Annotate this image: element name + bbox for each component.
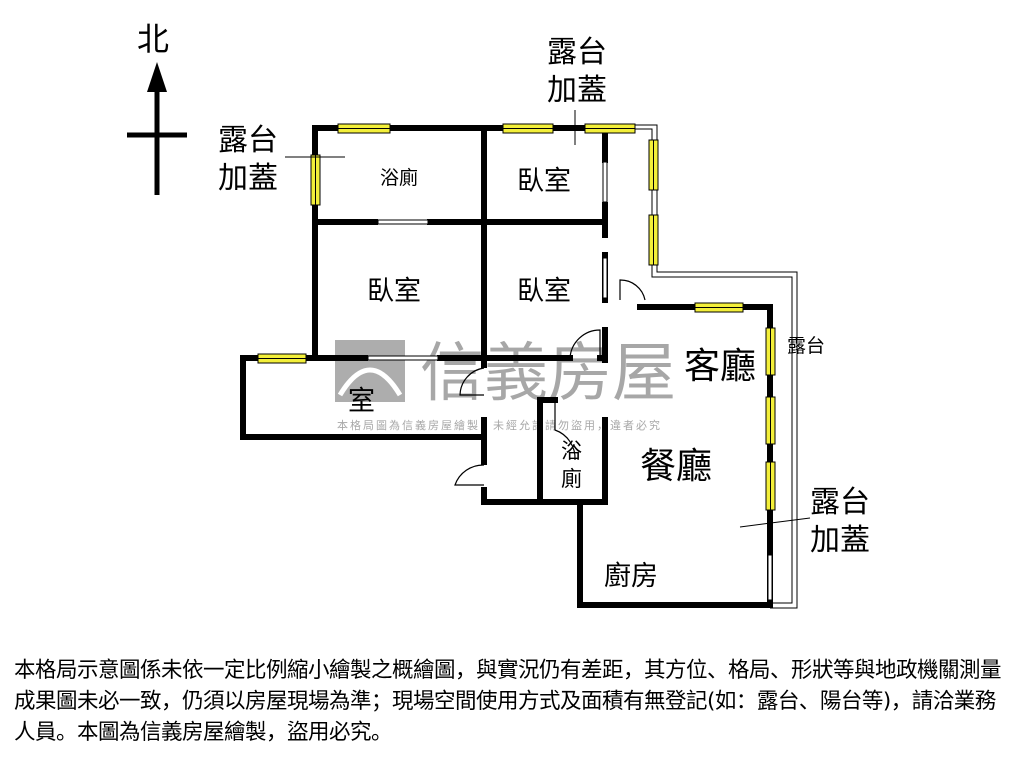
window-lines — [258, 128, 771, 510]
disclaimer-text: 本格局示意圖係未依一定比例縮小繪製之概繪圖，與實況仍有差距，其方位、格局、形狀等… — [14, 658, 1002, 745]
balcony-outline — [605, 124, 798, 609]
leader-lines — [285, 110, 811, 528]
room-label-bath: 廁 — [561, 467, 582, 491]
watermark: 信義房屋 本格局圖為信義房屋繪製，未經允許請勿盜用，違者必究 — [335, 337, 676, 432]
balcony-label: 加蓋 — [810, 523, 870, 558]
balcony-label: 露台 — [547, 35, 607, 70]
balcony-label: 露台 — [787, 335, 825, 357]
room-label-bath: 浴廁 — [380, 166, 418, 189]
room-label-living: 客廳 — [684, 346, 756, 387]
watermark-notice: 本格局圖為信義房屋繪製，未經允許請勿盜用，違者必究 — [337, 418, 662, 432]
north-label: 北 — [137, 20, 169, 58]
sliding-doors — [367, 161, 773, 601]
balcony-label: 露台 — [218, 123, 278, 158]
room-label-bath: 浴 — [561, 439, 582, 463]
room-label-bedroom: 臥室 — [517, 166, 571, 197]
balcony-label: 加蓋 — [547, 73, 607, 108]
room-label-dining: 餐廳 — [640, 446, 712, 487]
walls — [240, 125, 773, 608]
room-label-kitchen: 廚房 — [604, 561, 658, 592]
arrow-up-icon — [147, 62, 167, 92]
room-label-room: 室 — [348, 386, 375, 417]
north-arrow: 北 — [127, 20, 187, 195]
floor-plan: 信義房屋 本格局圖為信義房屋繪製，未經允許請勿盜用，違者必究 — [127, 20, 870, 609]
room-label-bedroom: 臥室 — [517, 276, 571, 307]
room-label-bedroom: 臥室 — [367, 276, 421, 307]
balcony-label: 露台 — [810, 485, 870, 520]
balcony-label: 加蓋 — [218, 161, 278, 196]
swing-doors — [454, 279, 646, 486]
